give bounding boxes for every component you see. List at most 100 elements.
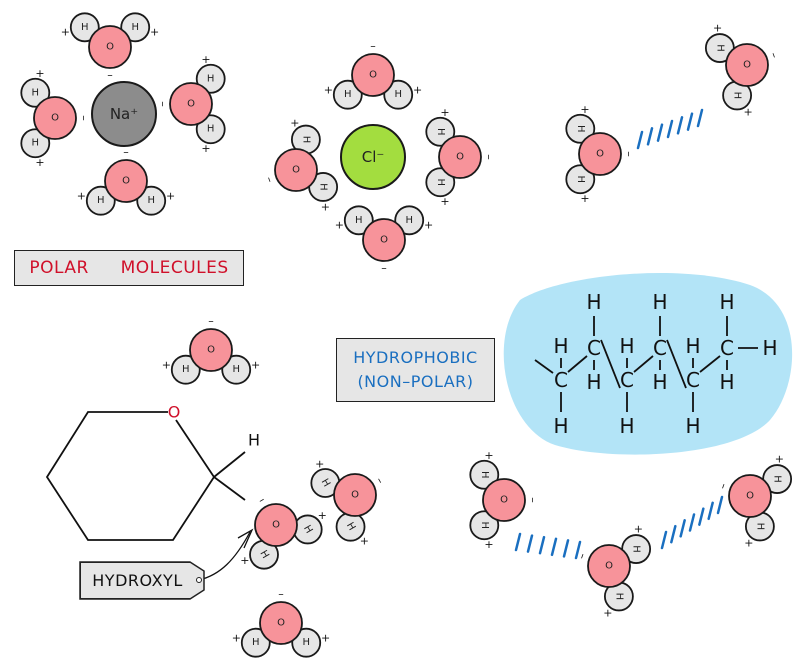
partial-positive-charge: + <box>162 359 171 372</box>
sodium-ion-symbol: Na⁺ <box>110 105 138 123</box>
oxygen-symbol: O <box>187 99 195 110</box>
partial-positive-charge: + <box>251 359 260 372</box>
hydrogen-symbol: H <box>685 334 700 358</box>
oxygen-atom <box>351 53 395 97</box>
partial-positive-charge: + <box>484 538 493 551</box>
hydrogen-bond-dash <box>698 507 705 526</box>
chain-bond <box>699 355 721 373</box>
partial-positive-charge: + <box>580 103 589 116</box>
chain-bond <box>666 339 687 389</box>
hydrogen-symbol: H <box>405 215 413 226</box>
hydrogen-bond-dash <box>679 519 686 538</box>
oxygen-atom <box>169 82 213 126</box>
water-molecule: H+H+O– <box>232 589 330 658</box>
partial-positive-charge: + <box>61 25 70 38</box>
carbon-symbol: C <box>620 368 634 392</box>
partial-positive-charge: + <box>603 607 612 620</box>
oxygen-symbol: O <box>207 345 215 356</box>
hydrogen-symbol: H <box>772 475 783 483</box>
partial-negative-charge: – <box>717 482 731 492</box>
oxygen-symbol: O <box>272 520 280 531</box>
hydrogen-atom <box>565 113 596 144</box>
hydrogen-atom <box>120 12 151 43</box>
carbon-symbol: C <box>587 336 601 360</box>
hydrogen-atom <box>425 167 456 198</box>
hydrogen-symbol: H <box>355 215 363 226</box>
hydrogen-bond-dash <box>538 535 546 555</box>
partial-positive-charge: + <box>744 106 753 119</box>
carbon-symbol: C <box>686 368 700 392</box>
hydrogen-atom <box>69 12 100 43</box>
water-molecule: H+H+O– <box>565 103 635 205</box>
hydroxyl-tag-label: HYDROXYL <box>80 562 204 599</box>
hydrogen-atom <box>291 627 322 658</box>
hydrogen-symbol: H <box>575 175 586 183</box>
hydroxyl-bond <box>213 476 246 501</box>
partial-negative-charge: – <box>526 497 539 503</box>
oxygen-atom <box>33 96 77 140</box>
oxygen-atom <box>274 148 318 192</box>
water-molecule: H+H+O– <box>263 116 339 213</box>
hydroxyl-text: HYDROXYL <box>92 571 183 590</box>
hydrogen-atom <box>343 205 374 236</box>
hydrogen-bond-dash <box>574 540 582 560</box>
hydrogen-atom <box>20 77 51 108</box>
oxygen-atom <box>728 474 772 518</box>
oxygen-atom <box>88 25 132 69</box>
oxygen-symbol: O <box>51 113 59 124</box>
partial-positive-charge: + <box>201 142 210 155</box>
partial-negative-charge: – <box>208 316 214 329</box>
hydrogen-bond-dash <box>550 537 558 557</box>
partial-negative-charge: – <box>766 51 780 61</box>
hydrogen-bond-dash <box>696 108 704 128</box>
hydrogen-atom <box>383 79 414 110</box>
hydrogen-symbol: H <box>182 364 190 375</box>
water-molecule: H+H+O– <box>20 67 90 169</box>
hydrogen-symbol: H <box>300 136 311 144</box>
hydrogen-atom <box>195 63 226 94</box>
partial-positive-charge: + <box>318 509 327 522</box>
hydrogen-bond-dash <box>660 530 668 550</box>
partial-negative-charge: – <box>107 69 113 82</box>
partial-positive-charge: + <box>335 218 344 231</box>
oxygen-atom <box>482 478 526 522</box>
chain-bond <box>633 355 654 373</box>
water-molecule: H+H+O– <box>717 453 793 550</box>
ring-hydrogen-symbol: H <box>248 431 260 450</box>
partial-negative-charge: – <box>576 552 590 562</box>
water-molecule: H+H+O– <box>335 205 433 275</box>
hydrogen-atom <box>240 627 271 658</box>
water-molecule: H+H+O– <box>240 494 327 570</box>
chain-bond <box>534 359 554 374</box>
hydrogen-symbol: H <box>479 471 490 479</box>
hydrogen-bond-dash <box>676 116 684 135</box>
hydrogen-symbol: H <box>232 364 240 375</box>
ring-h-bond <box>213 451 246 478</box>
oxygen-symbol: O <box>277 618 285 629</box>
hydrogen-symbol: H <box>652 290 667 314</box>
hydrogen-symbol: H <box>394 89 402 100</box>
hydrophobic-text-line1: HYDROPHOBIC <box>353 348 478 367</box>
partial-positive-charge: + <box>321 632 330 645</box>
carbon-symbol: C <box>554 368 568 392</box>
oxygen-symbol: O <box>605 561 613 572</box>
hydrogen-bond <box>636 108 704 150</box>
ring-oxygen-symbol: O <box>168 403 181 422</box>
water-molecule: H + H + O – <box>162 316 260 385</box>
partial-positive-charge: + <box>775 453 784 466</box>
chloride-ion-symbol: Cl⁻ <box>362 148 385 166</box>
partial-negative-charge: – <box>263 175 277 185</box>
hydrophobic-text-line2: (NON–POLAR) <box>357 372 474 391</box>
water-molecule: H+H+O– <box>310 457 386 548</box>
hydrogen-bond-dash <box>526 534 534 553</box>
hydrogen-bond <box>514 532 582 560</box>
partial-positive-charge: + <box>150 25 159 38</box>
hydrogen-symbol: H <box>32 138 40 149</box>
hydrogen-symbol: H <box>553 334 568 358</box>
hydrogen-symbol: H <box>344 89 352 100</box>
hydrogen-symbol: H <box>685 414 700 438</box>
partial-positive-charge: + <box>35 156 44 169</box>
hydrogen-bond-dash <box>688 513 696 532</box>
oxygen-symbol: O <box>596 149 604 160</box>
partial-positive-charge: + <box>166 190 175 203</box>
